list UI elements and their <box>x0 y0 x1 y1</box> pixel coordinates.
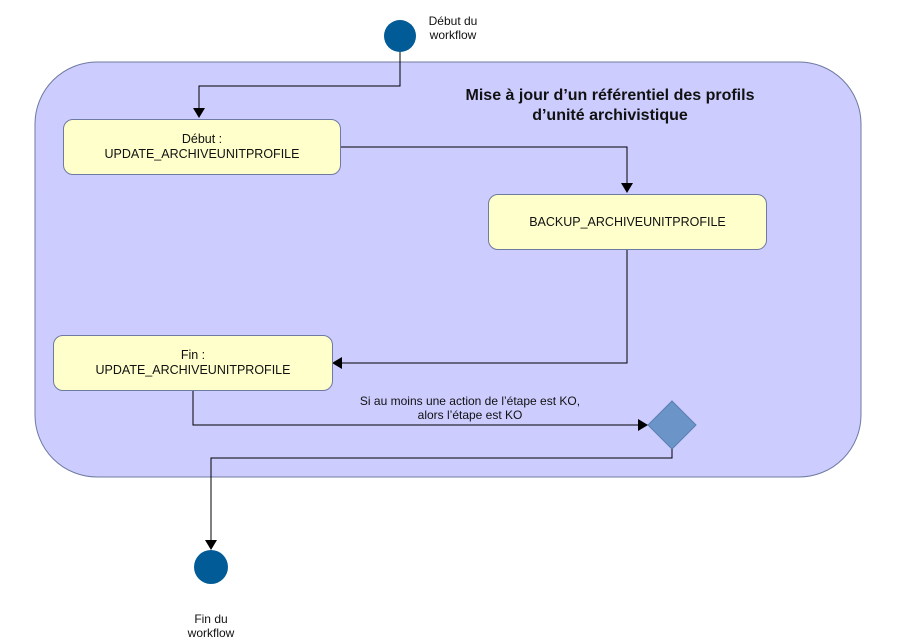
step-backup-label: BACKUP_ARCHIVEUNITPROFILE <box>529 214 726 229</box>
start-node <box>384 20 416 52</box>
connector-decision-to-end <box>205 449 673 550</box>
end-label-line2: workflow <box>187 626 235 640</box>
end-node <box>194 550 228 584</box>
step-end-line2: UPDATE_ARCHIVEUNITPROFILE <box>95 363 291 377</box>
start-label-line2: workflow <box>429 28 477 42</box>
diagram-title: Mise à jour d’un référentiel des profils… <box>410 86 810 126</box>
connector-step3-to-decision <box>192 391 648 431</box>
title-line1: Mise à jour d’un référentiel des profils <box>465 87 755 104</box>
step-start-line2: UPDATE_ARCHIVEUNITPROFILE <box>104 147 300 161</box>
start-label-line1: Début du <box>428 14 478 28</box>
title-line2: d’unité archivistique <box>532 107 688 124</box>
step-end-update: Fin : UPDATE_ARCHIVEUNITPROFILE <box>53 335 333 391</box>
condition-line1: Si au moins une action de l’étape est KO… <box>359 394 581 408</box>
start-label: Début du workflow <box>418 14 488 42</box>
connector-step2-to-step3 <box>332 250 628 369</box>
connector-step1-to-step2 <box>341 146 633 193</box>
step-end-line1: Fin : <box>180 348 206 362</box>
step-backup: BACKUP_ARCHIVEUNITPROFILE <box>488 194 767 250</box>
end-label-line1: Fin du <box>194 612 228 626</box>
step-start-update: Début : UPDATE_ARCHIVEUNITPROFILE <box>63 119 341 175</box>
connector-start-to-step1 <box>193 52 401 118</box>
step-start-line1: Début : <box>181 132 223 146</box>
condition-line2: alors l’étape est KO <box>417 408 523 422</box>
condition-label: Si au moins une action de l’étape est KO… <box>330 394 610 422</box>
end-label: Fin du workflow <box>176 612 246 640</box>
